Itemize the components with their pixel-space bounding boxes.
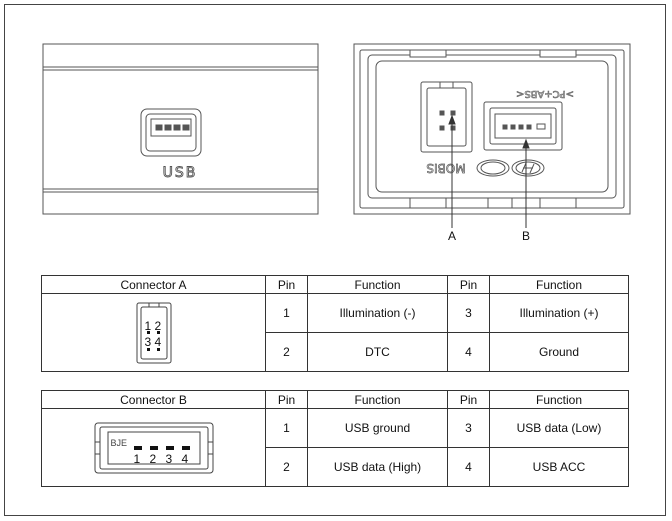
pin-function: USB data (High) <box>307 447 448 487</box>
header-connector: Connector B <box>41 390 266 409</box>
table-row: 2 USB data (High) 4 USB ACC <box>42 447 629 487</box>
marker-a: A <box>448 229 457 243</box>
header-function: Function <box>489 275 629 294</box>
header-pin: Pin <box>265 275 308 294</box>
pin-digit: 1 <box>144 318 152 333</box>
table-row: BJE 1 2 3 4 1 USB ground 3 USB data (Low… <box>41 408 629 487</box>
connector-mark: BJE <box>110 437 128 448</box>
header-function: Function <box>307 390 448 409</box>
header-pin: Pin <box>447 275 490 294</box>
pin-digit: 3 <box>144 334 152 349</box>
connector-a-table: Connector A Pin Function Pin Function <box>41 275 629 372</box>
pin-function: USB data (Low) <box>489 408 629 448</box>
pin-digit: 1 <box>133 451 141 466</box>
pin-number: 3 <box>447 408 490 448</box>
connector-b-table: Connector B Pin Function Pin Function <box>41 390 629 487</box>
header-function: Function <box>307 275 448 294</box>
pin-number: 2 <box>265 332 308 372</box>
pin-function: DTC <box>307 332 448 372</box>
pin-digit: 2 <box>154 318 162 333</box>
pin-number: 4 <box>447 447 490 487</box>
connector-a-image: 1 2 3 4 <box>41 293 266 372</box>
pin-function: Ground <box>489 332 629 372</box>
table-row: 1 2 3 4 1 Illumination (-) 3 Illuminatio… <box>41 293 629 372</box>
pin-digit: 2 <box>149 451 157 466</box>
usb-port-front-view <box>42 43 319 215</box>
pin-number: 2 <box>265 447 308 487</box>
pin-function: Illumination (-) <box>307 293 448 333</box>
header-pin: Pin <box>265 390 308 409</box>
pin-number: 1 <box>265 408 308 448</box>
leader-lines <box>448 114 530 228</box>
pin-number: 1 <box>265 293 308 333</box>
module-rear-view <box>353 43 631 215</box>
pin-digit: 4 <box>181 451 189 466</box>
pin-function: Illumination (+) <box>489 293 629 333</box>
figure-frame <box>4 4 666 516</box>
header-connector: Connector A <box>41 275 266 294</box>
pin-number: 4 <box>447 332 490 372</box>
pin-digit: 3 <box>165 451 173 466</box>
table-header-row: Connector A Pin Function Pin Function <box>41 275 629 294</box>
usb-label: USB <box>163 165 198 181</box>
marker-b: B <box>522 229 531 243</box>
module-top-text: >PC+ABS< <box>516 88 574 99</box>
pin-number: 3 <box>447 293 490 333</box>
header-pin: Pin <box>447 390 490 409</box>
header-function: Function <box>489 390 629 409</box>
pin-function: USB ground <box>307 408 448 448</box>
pin-function: USB ACC <box>489 447 629 487</box>
brand-text: MOBIS <box>426 161 465 175</box>
table-row: 2 DTC 4 Ground <box>42 332 629 372</box>
table-header-row: Connector B Pin Function Pin Function <box>41 390 629 409</box>
connector-b-image: BJE 1 2 3 4 <box>41 408 266 487</box>
pin-digit: 4 <box>154 334 162 349</box>
